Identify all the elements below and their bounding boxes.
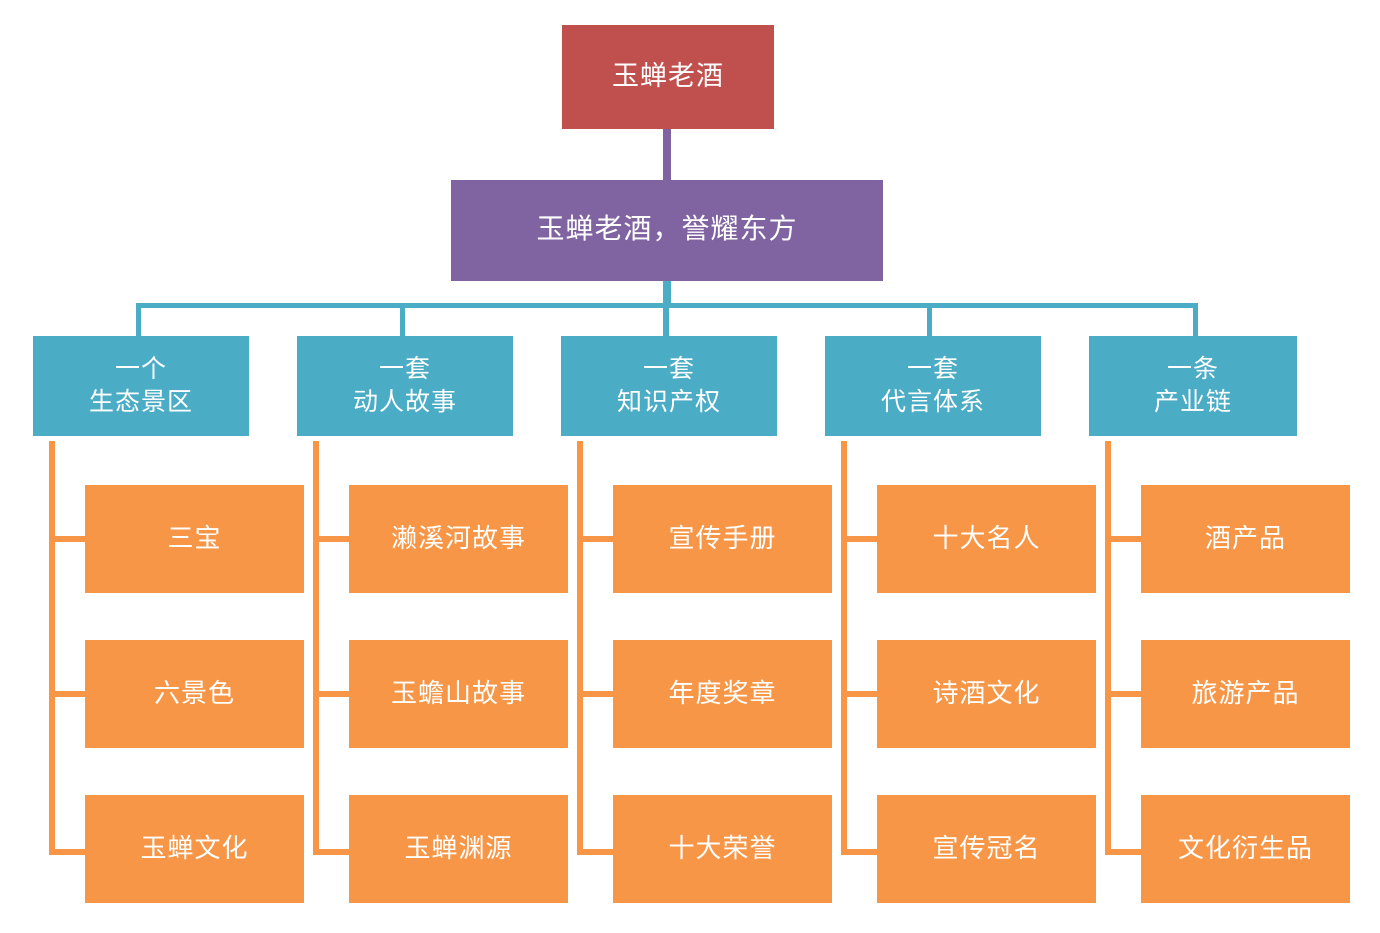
leaf-node-4-1[interactable]: 十大名人 [877, 485, 1096, 593]
leaf-node-2-3[interactable]: 玉蝉渊源 [349, 795, 568, 903]
connector-leaf-stub-3-1 [577, 536, 613, 542]
branch-node-1[interactable]: 一个 生态景区 [33, 336, 249, 436]
leaf-node-4-2[interactable]: 诗酒文化 [877, 640, 1096, 748]
connector-leaf-stub-5-1 [1105, 536, 1141, 542]
leaf-node-1-3[interactable]: 玉蝉文化 [85, 795, 304, 903]
connector-leaf-stub-5-2 [1105, 691, 1141, 697]
connector-leaf-stub-2-1 [313, 536, 349, 542]
slogan-node[interactable]: 玉蝉老酒，誉耀东方 [451, 180, 883, 281]
connector-leaf-stub-1-3 [49, 849, 85, 855]
leaf-node-3-1[interactable]: 宣传手册 [613, 485, 832, 593]
connector-branch-riser-3 [663, 303, 669, 337]
connector-leaf-stub-4-3 [841, 849, 877, 855]
connector-leaf-stub-5-3 [1105, 849, 1141, 855]
connector-root-to-slogan [663, 129, 671, 180]
leaf-node-3-3[interactable]: 十大荣誉 [613, 795, 832, 903]
leaf-node-2-2[interactable]: 玉蟾山故事 [349, 640, 568, 748]
leaf-node-5-2[interactable]: 旅游产品 [1141, 640, 1350, 748]
connector-leaf-stub-3-3 [577, 849, 613, 855]
branch-node-5[interactable]: 一条 产业链 [1089, 336, 1297, 436]
root-node[interactable]: 玉蝉老酒 [562, 25, 774, 129]
connector-leaf-stub-2-3 [313, 849, 349, 855]
connector-column-spine-5 [1105, 441, 1111, 855]
connector-slogan-drop [663, 281, 671, 306]
branch-node-3[interactable]: 一套 知识产权 [561, 336, 777, 436]
leaf-node-2-1[interactable]: 濑溪河故事 [349, 485, 568, 593]
connector-column-spine-2 [313, 441, 319, 855]
leaf-node-1-2[interactable]: 六景色 [85, 640, 304, 748]
connector-branch-riser-4 [927, 303, 932, 337]
leaf-node-5-3[interactable]: 文化衍生品 [1141, 795, 1350, 903]
connector-branch-riser-2 [400, 303, 405, 337]
branch-node-2[interactable]: 一套 动人故事 [297, 336, 513, 436]
connector-leaf-stub-4-2 [841, 691, 877, 697]
connector-leaf-stub-3-2 [577, 691, 613, 697]
connector-leaf-stub-2-2 [313, 691, 349, 697]
connector-column-spine-1 [49, 441, 55, 855]
connector-branch-riser-5 [1193, 303, 1198, 337]
leaf-node-5-1[interactable]: 酒产品 [1141, 485, 1350, 593]
connector-column-spine-3 [577, 441, 583, 855]
connector-leaf-stub-1-1 [49, 536, 85, 542]
connector-branch-riser-1 [136, 303, 141, 337]
connector-leaf-stub-1-2 [49, 691, 85, 697]
connector-leaf-stub-4-1 [841, 536, 877, 542]
leaf-node-3-2[interactable]: 年度奖章 [613, 640, 832, 748]
branch-node-4[interactable]: 一套 代言体系 [825, 336, 1041, 436]
connector-column-spine-4 [841, 441, 847, 855]
leaf-node-4-3[interactable]: 宣传冠名 [877, 795, 1096, 903]
leaf-node-1-1[interactable]: 三宝 [85, 485, 304, 593]
